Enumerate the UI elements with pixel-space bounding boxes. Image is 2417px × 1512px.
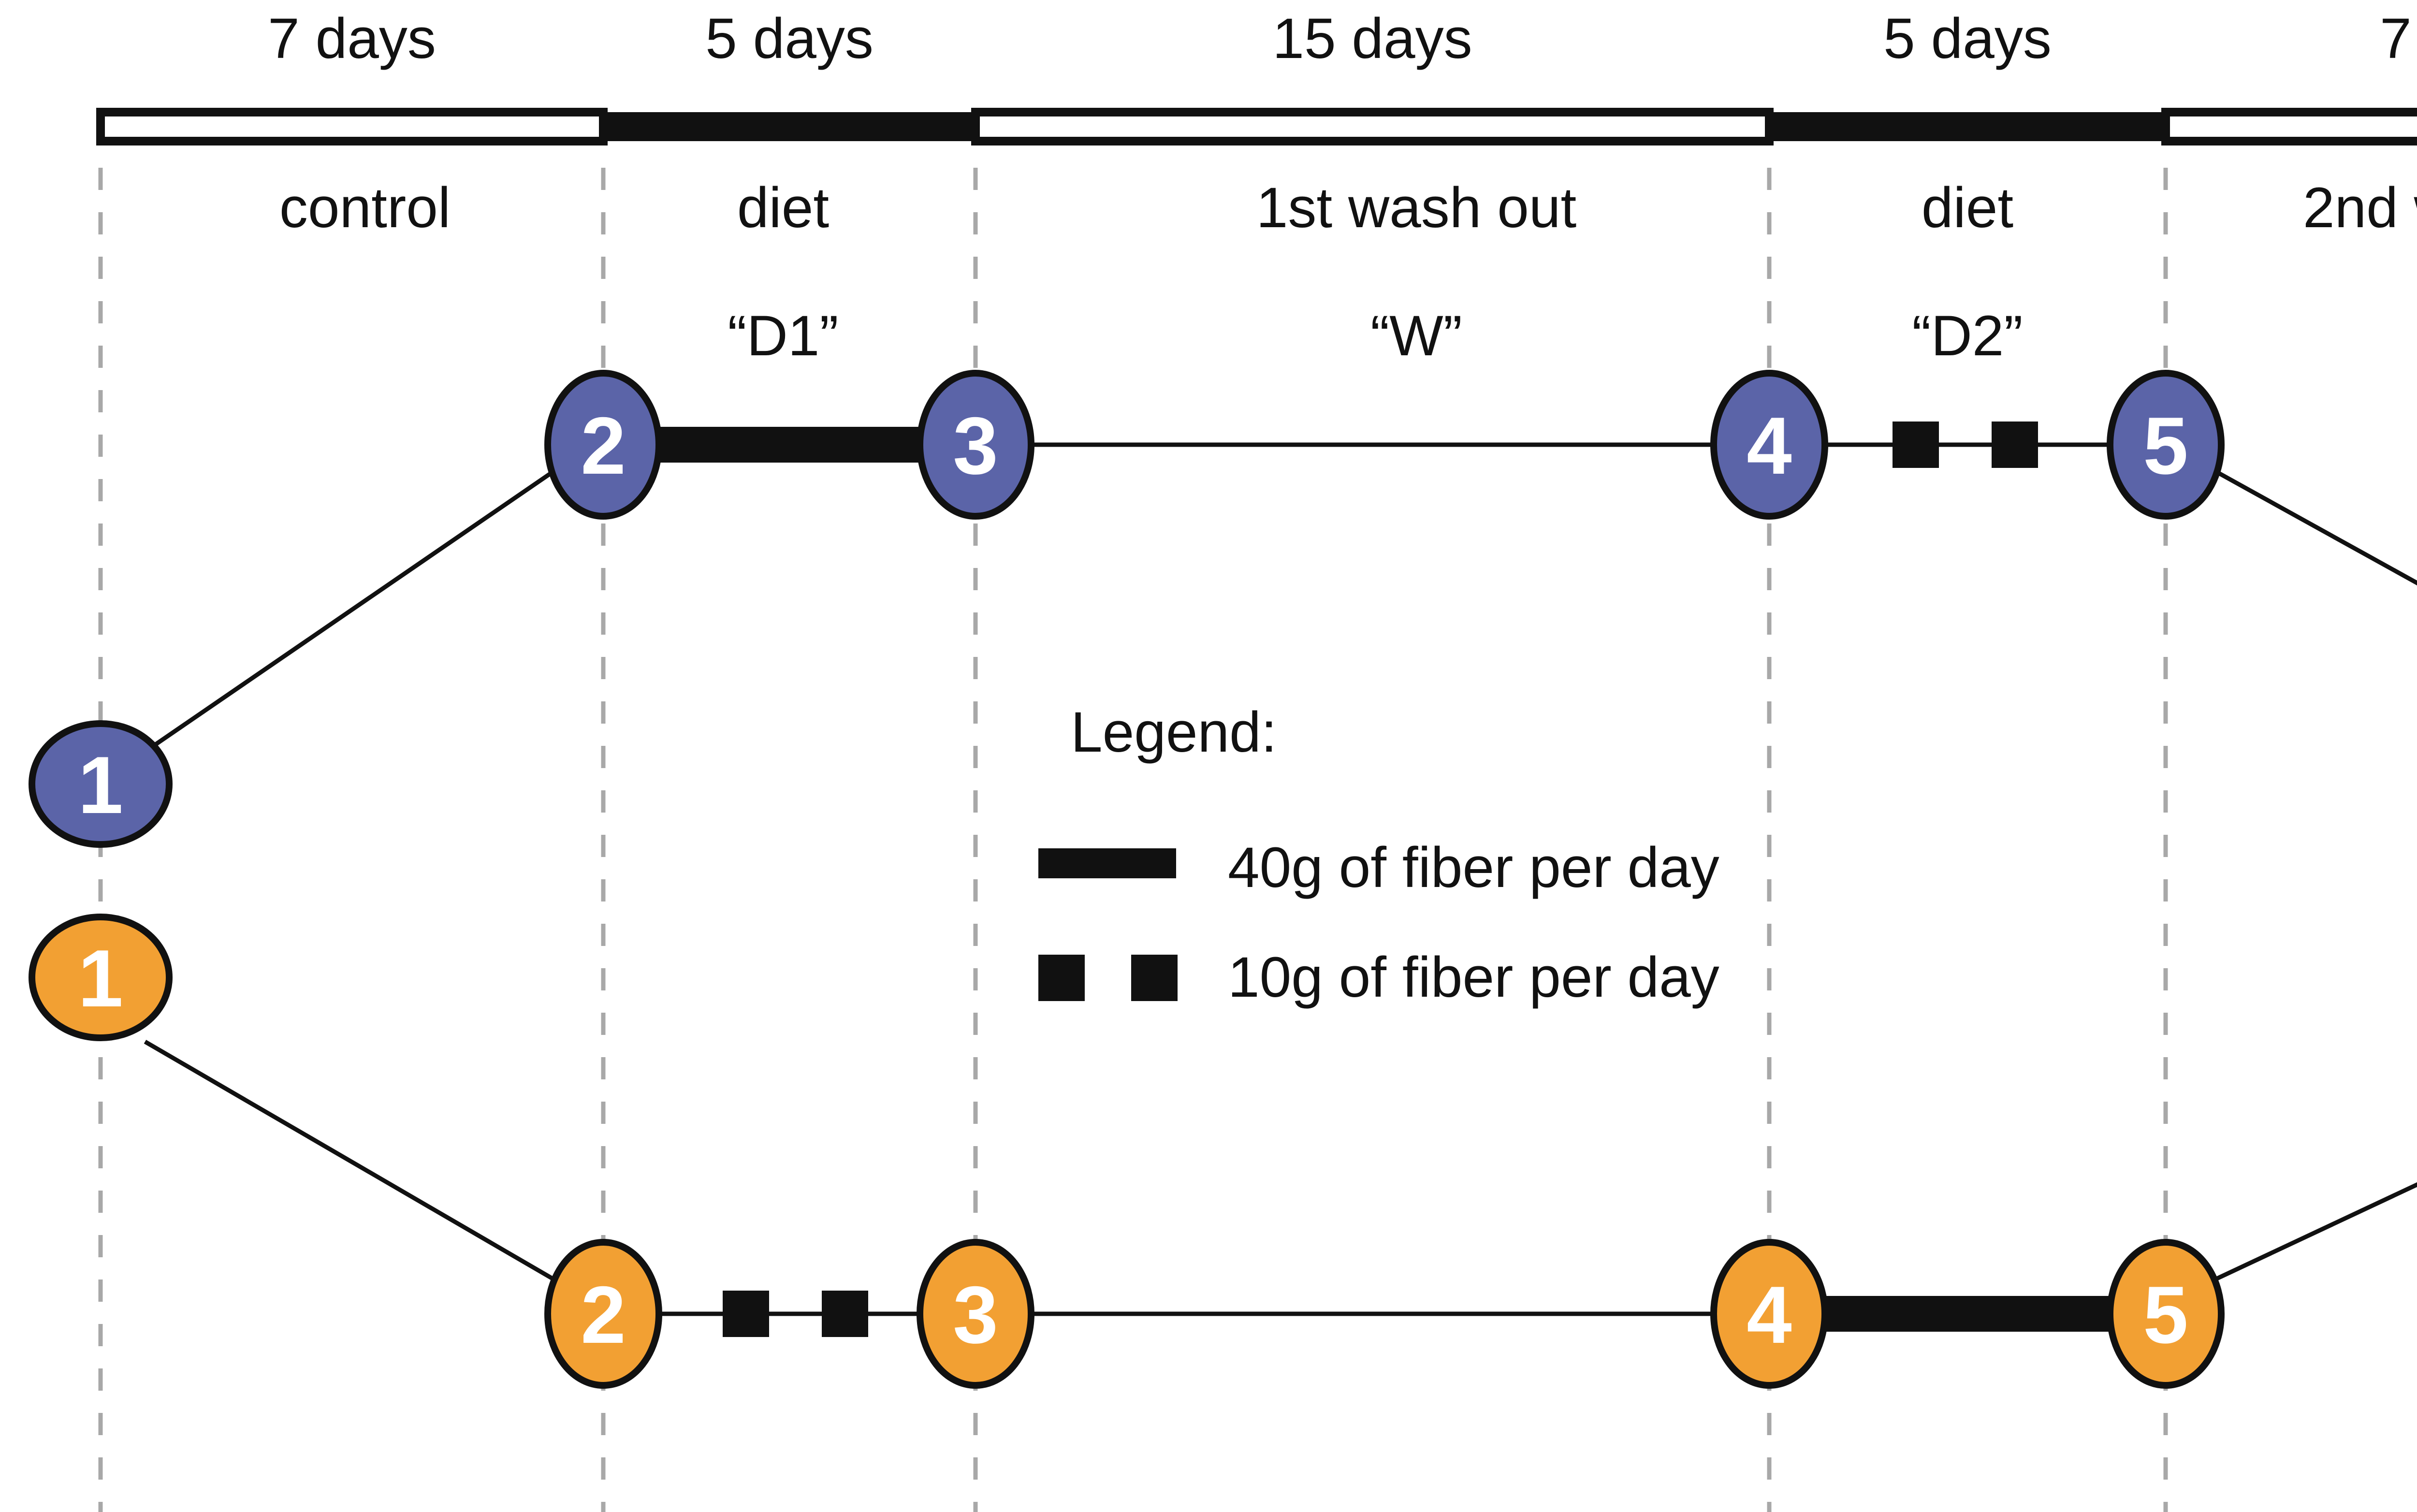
code-label-w: “W” [1370, 304, 1462, 368]
orange-node-5-shape[interactable] [2107, 1239, 2225, 1389]
blue-node-4-shape[interactable] [1710, 370, 1828, 520]
timeline-segment-diet-2 [1769, 112, 2166, 141]
orange-node-4-label: 4 [1747, 1269, 1791, 1360]
blue-node-2-shape[interactable] [544, 370, 662, 520]
phase-label-diet-2: diet [1922, 176, 2013, 240]
blue-node-2[interactable]: 2 [544, 370, 662, 520]
blue-link-5-6 [2205, 465, 2417, 586]
blue-node-4[interactable]: 4 [1710, 370, 1828, 520]
code-label-d1: “D1” [728, 304, 838, 368]
orange-node-1-shape[interactable] [29, 914, 173, 1041]
duration-label-1: 7 days [268, 7, 436, 71]
blue-arm: 1 2 3 4 5 6 [29, 370, 2417, 848]
blue-node-4-label: 4 [1747, 400, 1791, 491]
timeline-segment-diet-1 [603, 112, 976, 141]
orange-node-1-label: 1 [78, 933, 123, 1024]
blue-node-5[interactable]: 5 [2107, 370, 2225, 520]
orange-node-5-label: 5 [2143, 1269, 2188, 1360]
orange-arm: 1 2 3 4 5 6 [29, 914, 2417, 1389]
phase-label-control: control [279, 176, 451, 240]
orange-node-2-label: 2 [581, 1269, 626, 1360]
blue-node-2-label: 2 [581, 400, 626, 491]
orange-node-4[interactable]: 4 [1710, 1239, 1828, 1389]
duration-label-4: 5 days [1883, 7, 2052, 71]
legend-swatch-dash-2-icon [1131, 955, 1178, 1001]
duration-label-3: 15 days [1272, 7, 1472, 71]
orange-link-2-3-dash-2 [822, 1291, 868, 1337]
orange-link-2-3-dash-1 [723, 1291, 769, 1337]
blue-node-3[interactable]: 3 [917, 370, 1034, 520]
blue-node-3-shape[interactable] [917, 370, 1034, 520]
orange-node-1[interactable]: 1 [29, 914, 173, 1041]
orange-link-5-6 [2206, 1182, 2417, 1286]
blue-link-4-5-dash-2 [1992, 422, 2038, 468]
blue-node-5-shape[interactable] [2107, 370, 2225, 520]
orange-node-2[interactable]: 2 [544, 1239, 662, 1389]
orange-node-4-shape[interactable] [1710, 1239, 1828, 1389]
legend-swatch-solid-icon [1038, 848, 1176, 878]
code-labels: “D1” “W” “D2” [728, 304, 2023, 368]
orange-node-3-shape[interactable] [917, 1239, 1034, 1389]
orange-node-3-label: 3 [953, 1269, 998, 1360]
blue-node-5-label: 5 [2143, 400, 2188, 491]
blue-link-1-2 [144, 465, 562, 754]
legend-label-10g: 10g of fiber per day [1228, 945, 1719, 1009]
timeline-segment-washout-2 [2161, 108, 2417, 145]
blue-node-1-label: 1 [78, 740, 123, 830]
timeline-bar [96, 108, 2417, 145]
legend-title: Legend: [1071, 700, 1277, 764]
orange-node-3[interactable]: 3 [917, 1239, 1034, 1389]
blue-node-3-label: 3 [953, 400, 998, 491]
orange-node-5[interactable]: 5 [2107, 1239, 2225, 1389]
phase-label-diet-1: diet [737, 176, 829, 240]
blue-node-1-shape[interactable] [29, 720, 173, 848]
phase-label-washout-1: 1st wash out [1256, 176, 1576, 240]
duration-labels: 7 days 5 days 15 days 5 days 7 days [268, 7, 2417, 71]
legend-label-40g: 40g of fiber per day [1228, 836, 1719, 900]
phase-labels: control diet 1st wash out diet 2nd wash … [279, 176, 2417, 240]
orange-link-1-2 [144, 1040, 562, 1285]
legend-swatch-dash-1-icon [1038, 955, 1085, 1001]
code-label-d2: “D2” [1912, 304, 2023, 368]
legend: Legend: 40g of fiber per day 10g of fibe… [1038, 700, 1719, 1009]
orange-node-2-shape[interactable] [544, 1239, 662, 1389]
duration-label-5: 7 days [2380, 7, 2417, 71]
blue-link-4-5-dash-1 [1893, 422, 1939, 468]
timeline-segment-control [96, 108, 608, 145]
timeline-segment-washout-1 [971, 108, 1774, 145]
duration-label-2: 5 days [705, 7, 874, 71]
phase-label-washout-2: 2nd wash out [2303, 176, 2417, 240]
blue-node-1[interactable]: 1 [29, 720, 173, 848]
